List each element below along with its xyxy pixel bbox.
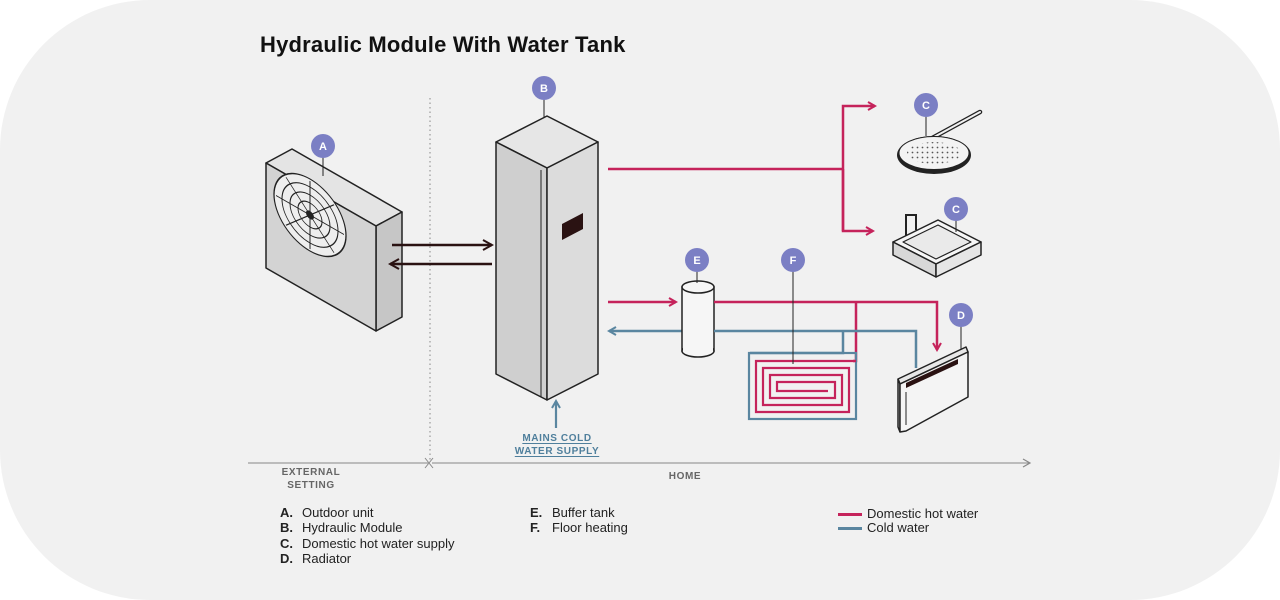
legend-item: F. Floor heating bbox=[530, 520, 628, 535]
legend-key: B. bbox=[280, 520, 293, 536]
legend-label: Hydraulic Module bbox=[302, 520, 403, 536]
mains-label-line2: WATER SUPPLY bbox=[514, 446, 600, 457]
fan-icon bbox=[273, 172, 347, 258]
callout-leaders bbox=[322, 88, 962, 364]
legend-label: Buffer tank bbox=[552, 505, 615, 520]
home-label: HOME bbox=[668, 471, 702, 482]
badge-a: A bbox=[311, 134, 335, 158]
mains-cold-water-label: MAINS COLD WATER SUPPLY bbox=[498, 432, 616, 458]
cold-water-swatch bbox=[838, 526, 862, 530]
diagram-title: Hydraulic Module With Water Tank bbox=[260, 32, 626, 57]
badge-e-label: E bbox=[693, 255, 700, 267]
cold-water-label: Cold water bbox=[867, 520, 930, 535]
legend-hot-water: Domestic hot water bbox=[838, 507, 978, 521]
badge-b: B bbox=[532, 76, 556, 100]
legend-item: C. Domestic hot water supply bbox=[280, 536, 454, 551]
control-panel bbox=[562, 213, 583, 240]
shower-head bbox=[897, 109, 983, 174]
axis-divider-mark bbox=[424, 457, 434, 469]
hot-water-label: Domestic hot water bbox=[867, 506, 979, 521]
legend-key: A. bbox=[280, 505, 293, 520]
floor-heating-coil bbox=[747, 351, 858, 421]
badge-a-label: A bbox=[319, 141, 327, 153]
legend-label: Outdoor unit bbox=[302, 505, 374, 520]
outdoor-unit bbox=[265, 148, 403, 332]
badge-f: F bbox=[781, 248, 805, 272]
legend-label: Floor heating bbox=[552, 520, 628, 536]
buffer-tank bbox=[681, 280, 715, 358]
legend-label: Radiator bbox=[302, 550, 352, 566]
badge-c-shower: C bbox=[914, 93, 938, 117]
hydraulic-module bbox=[495, 115, 599, 401]
external-setting-label: EXTERNAL SETTING bbox=[281, 467, 341, 491]
legend-middle: E. Buffer tank F. Floor heating bbox=[530, 505, 628, 536]
badge-f-label: F bbox=[790, 255, 797, 267]
wash-basin bbox=[892, 214, 982, 278]
legend-key: D. bbox=[280, 550, 293, 566]
heating-cold-pipes bbox=[714, 329, 918, 368]
dhw-supply-pipes bbox=[608, 106, 875, 231]
legend-cold-water: Cold water bbox=[838, 521, 978, 535]
badge-b-label: B bbox=[540, 83, 548, 95]
badge-c-sink: C bbox=[944, 197, 968, 221]
hot-water-swatch bbox=[838, 512, 862, 516]
legend-item: A. Outdoor unit bbox=[280, 505, 454, 520]
badge-c2-label: C bbox=[952, 204, 960, 216]
legend-item: D. Radiator bbox=[280, 551, 454, 566]
line-type-legend: Domestic hot water Cold water bbox=[838, 507, 978, 535]
badge-c1-label: C bbox=[922, 100, 930, 112]
legend-key: E. bbox=[530, 505, 543, 520]
radiator bbox=[897, 346, 969, 433]
badge-d-label: D bbox=[957, 310, 965, 322]
badge-d: D bbox=[949, 303, 973, 327]
legend-key: F. bbox=[530, 520, 541, 536]
legend-item: E. Buffer tank bbox=[530, 505, 628, 520]
legend-item: B. Hydraulic Module bbox=[280, 520, 454, 535]
legend-left: A. Outdoor unit B. Hydraulic Module C. Dome… bbox=[280, 505, 454, 566]
legend-label: Domestic hot water supply bbox=[302, 535, 455, 551]
mains-label-line1: MAINS COLD bbox=[522, 433, 592, 444]
legend-key: C. bbox=[280, 535, 293, 551]
badge-e: E bbox=[685, 248, 709, 272]
